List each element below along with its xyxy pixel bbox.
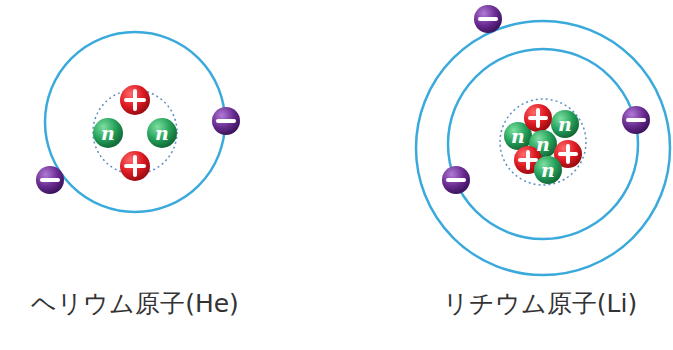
neutron-symbol: n xyxy=(558,115,572,134)
atom-caption: リチウム原子(Li) xyxy=(443,287,637,320)
neutron-symbol: n xyxy=(101,124,115,143)
atom-caption: ヘリウム原子(He) xyxy=(31,287,239,320)
neutron-symbol: n xyxy=(155,124,169,143)
neutron-symbol: n xyxy=(541,161,555,180)
helium-atom xyxy=(36,32,240,212)
neutron-symbol: n xyxy=(511,127,525,146)
neutron-symbol: n xyxy=(536,135,550,154)
lithium-atom xyxy=(416,5,670,275)
